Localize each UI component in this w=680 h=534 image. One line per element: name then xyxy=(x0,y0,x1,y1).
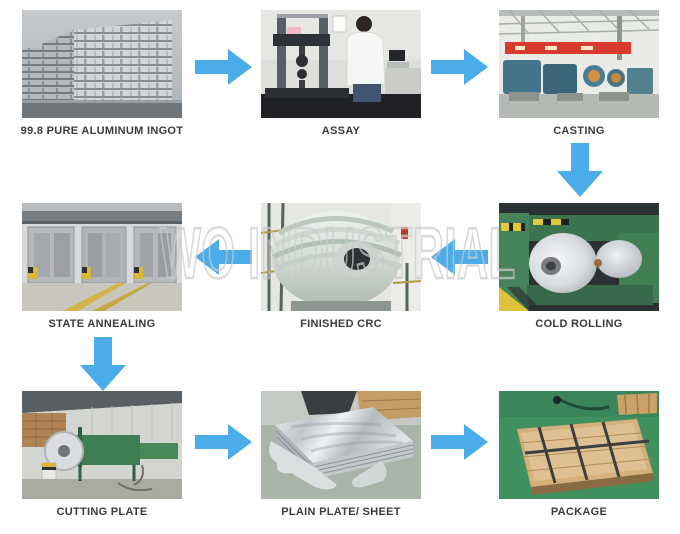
step-label-assay: ASSAY xyxy=(321,125,361,137)
photo-pure-aluminum-ingot xyxy=(22,10,182,118)
step-label-pure-aluminum-ingot: 99.8 PURE ALUMINUM INGOT xyxy=(20,125,184,137)
step-label-package: PACKAGE xyxy=(550,506,608,518)
flow-arrow-down-casting-to-cold-rolling xyxy=(557,143,603,197)
flow-arrow-right-assay-to-casting xyxy=(431,49,488,85)
photo-state-annealing xyxy=(22,203,182,311)
flow-arrow-left-cold-rolling-to-finished-crc xyxy=(431,239,488,275)
photo-package xyxy=(499,391,659,499)
step-label-cold-rolling: COLD ROLLING xyxy=(535,318,623,330)
flow-arrow-right-plain-plate-to-package xyxy=(431,424,488,460)
step-label-casting: CASTING xyxy=(553,125,605,137)
photo-casting xyxy=(499,10,659,118)
flow-arrow-down-state-annealing-to-cutting-plate xyxy=(80,337,126,391)
photo-cutting-plate xyxy=(22,391,182,499)
photo-plain-plate-sheet xyxy=(261,391,421,499)
step-label-cutting-plate: CUTTING PLATE xyxy=(56,506,148,518)
step-label-state-annealing: STATE ANNEALING xyxy=(48,318,156,330)
flow-arrow-left-finished-crc-to-state-annealing xyxy=(195,239,252,275)
flow-arrow-right-ingot-to-assay xyxy=(195,49,252,85)
step-label-finished-crc: FINISHED CRC xyxy=(300,318,382,330)
step-label-plain-plate-sheet: PLAIN PLATE/ SHEET xyxy=(281,506,401,518)
flow-arrow-right-cutting-plate-to-plain-plate xyxy=(195,424,252,460)
photo-finished-crc xyxy=(261,203,421,311)
photo-assay xyxy=(261,10,421,118)
photo-cold-rolling xyxy=(499,203,659,311)
